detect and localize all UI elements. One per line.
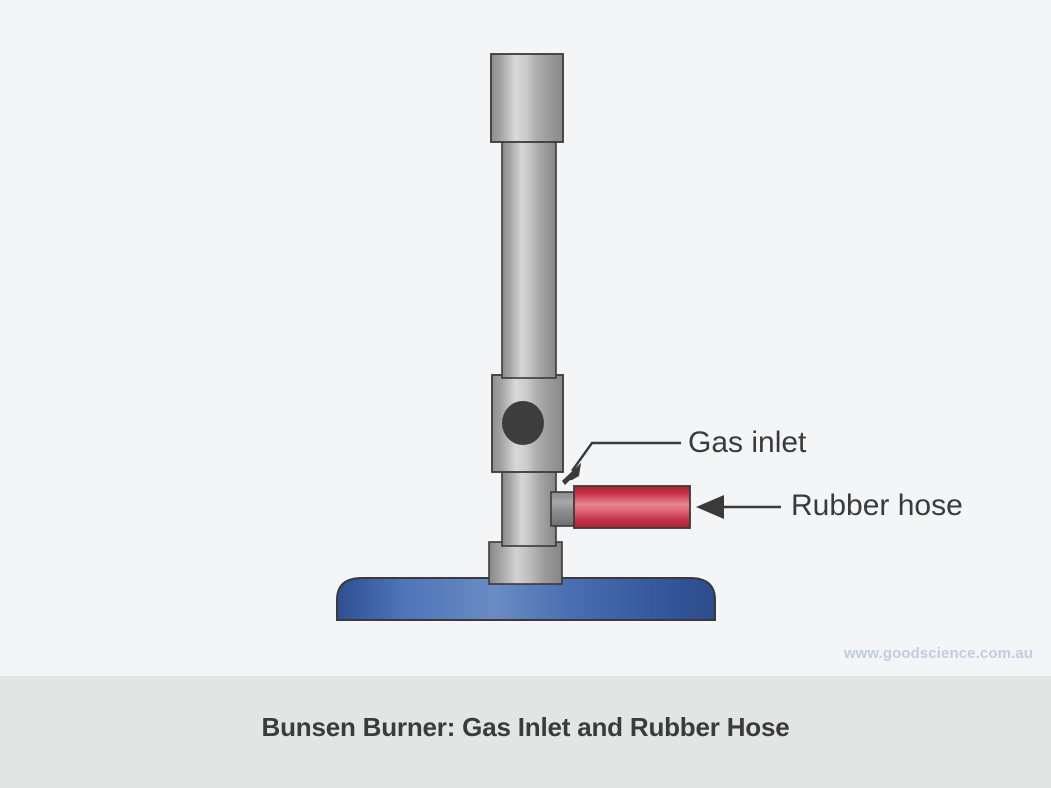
rubber-hose-leader-line <box>696 495 781 519</box>
gas-inlet-nozzle <box>550 491 576 527</box>
bunsen-burner-illustration <box>336 53 781 621</box>
burner-base <box>336 577 716 621</box>
air-hole <box>502 401 544 445</box>
label-gas-inlet: Gas inlet <box>688 426 807 459</box>
gas-inlet-leader-line <box>562 441 681 485</box>
rubber-hose <box>573 485 691 529</box>
watermark-url: www.goodscience.com.au <box>843 645 1033 662</box>
burner-stem-foot <box>488 541 563 585</box>
barrel-top-collar <box>490 53 564 143</box>
label-rubber-hose: Rubber hose <box>791 489 963 522</box>
burner-lower-barrel <box>501 469 557 547</box>
air-hole-collar <box>491 374 564 473</box>
caption-bar: Bunsen Burner: Gas Inlet and Rubber Hose <box>0 676 1051 788</box>
burner-barrel <box>501 139 557 379</box>
illustration-area: Gas inlet Rubber hose www.goodscience.co… <box>336 53 1033 662</box>
figure-caption: Bunsen Burner: Gas Inlet and Rubber Hose <box>261 712 790 742</box>
